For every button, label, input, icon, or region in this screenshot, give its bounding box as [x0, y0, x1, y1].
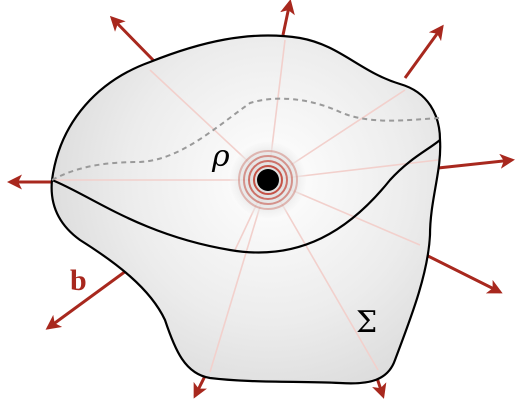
- field-vector-label: b: [70, 264, 87, 297]
- ripple-rings: [238, 150, 298, 210]
- point-mass-icon: [257, 169, 279, 191]
- arrow-icon: [45, 266, 131, 330]
- ripple-ring: [243, 155, 293, 205]
- surface-label: Σ: [356, 305, 377, 340]
- surface-rim-edge: [51, 139, 441, 254]
- dashed-hidden-contour: [51, 97, 441, 181]
- ripple-ring: [238, 150, 298, 210]
- arrow-icon: [415, 248, 503, 294]
- arrow-icon: [109, 15, 157, 64]
- density-label: ρ: [211, 139, 230, 174]
- arrow-icon: [403, 24, 444, 79]
- ripple-ring: [248, 160, 288, 200]
- ripple-ring: [253, 165, 283, 195]
- arrow-icon: [437, 153, 515, 170]
- arrow-icon: [280, 0, 295, 36]
